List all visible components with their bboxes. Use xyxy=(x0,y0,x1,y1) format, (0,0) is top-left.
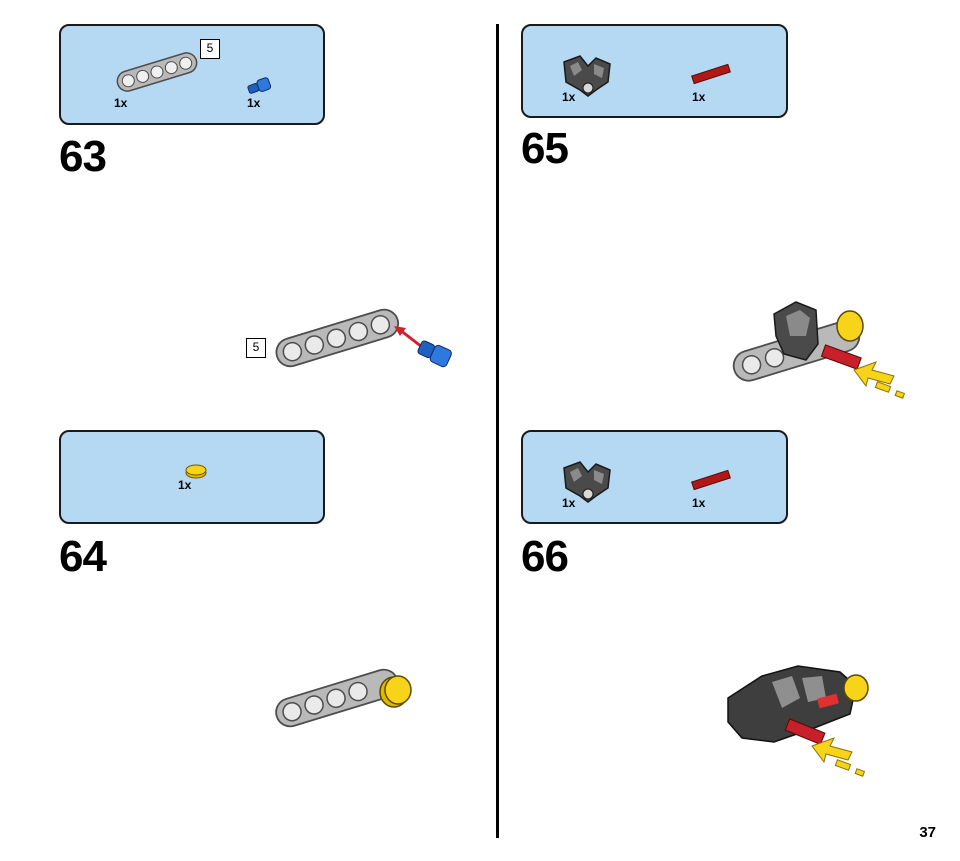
red-axle-icon xyxy=(691,63,731,85)
red-axle-icon xyxy=(691,469,731,491)
beam-5-part-icon xyxy=(116,52,198,92)
qty-label: 1x xyxy=(247,96,261,110)
yellow-round-tile-icon xyxy=(185,464,207,479)
step-65-assembly xyxy=(732,301,906,399)
qty-label: 1x xyxy=(692,496,706,510)
column-divider xyxy=(496,24,499,838)
qty-label: 1x xyxy=(692,90,706,104)
parts-callout-step-65 xyxy=(521,24,788,118)
step-number: 65 xyxy=(521,124,569,173)
dark-gray-connector-icon xyxy=(563,55,611,97)
qty-label: 1x xyxy=(562,90,576,104)
qty-label: 1x xyxy=(562,496,576,510)
parts-callout-step-63 xyxy=(59,24,325,125)
step-66-assembly xyxy=(727,665,869,777)
step-number: 66 xyxy=(521,532,569,581)
beam-length-tag: 5 xyxy=(200,39,220,59)
page-number: 37 xyxy=(919,824,936,841)
qty-label: 1x xyxy=(114,96,128,110)
step-63-assembly xyxy=(275,308,452,368)
step-number: 63 xyxy=(59,132,107,181)
step-64-assembly xyxy=(275,668,412,728)
beam-length-tag: 5 xyxy=(246,338,266,358)
step-number: 64 xyxy=(59,532,107,581)
blue-axle-pin-icon xyxy=(247,77,272,94)
qty-label: 1x xyxy=(178,478,192,492)
dark-gray-connector-icon xyxy=(563,461,611,503)
